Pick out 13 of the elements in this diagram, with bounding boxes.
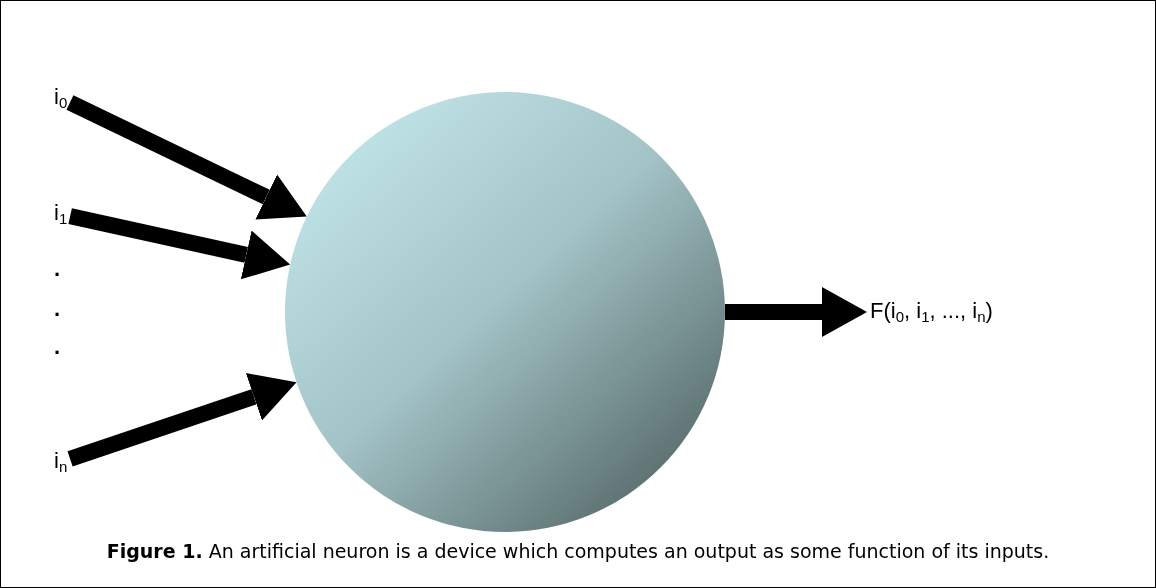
variable-label: F(i$_{0}$, i$_{1}$, ..., i$_{n}$)	[870, 300, 993, 324]
ellipsis-dot: .	[54, 258, 61, 280]
variable-label: i$_{n}$	[54, 450, 68, 474]
neuron-circle	[285, 92, 725, 532]
ellipsis-dot: .	[54, 336, 61, 358]
arrow	[68, 208, 291, 280]
arrow	[66, 95, 307, 220]
variable-label: i$_{1}$	[54, 202, 68, 226]
variable-label: i$_{0}$	[54, 86, 68, 110]
arrow	[725, 287, 867, 337]
figure-caption: Figure 1. An artificial neuron is a device which computes an output as some function of its inputs.	[105, 540, 1051, 562]
ellipsis-dot: .	[54, 298, 61, 320]
arrow	[67, 373, 297, 467]
